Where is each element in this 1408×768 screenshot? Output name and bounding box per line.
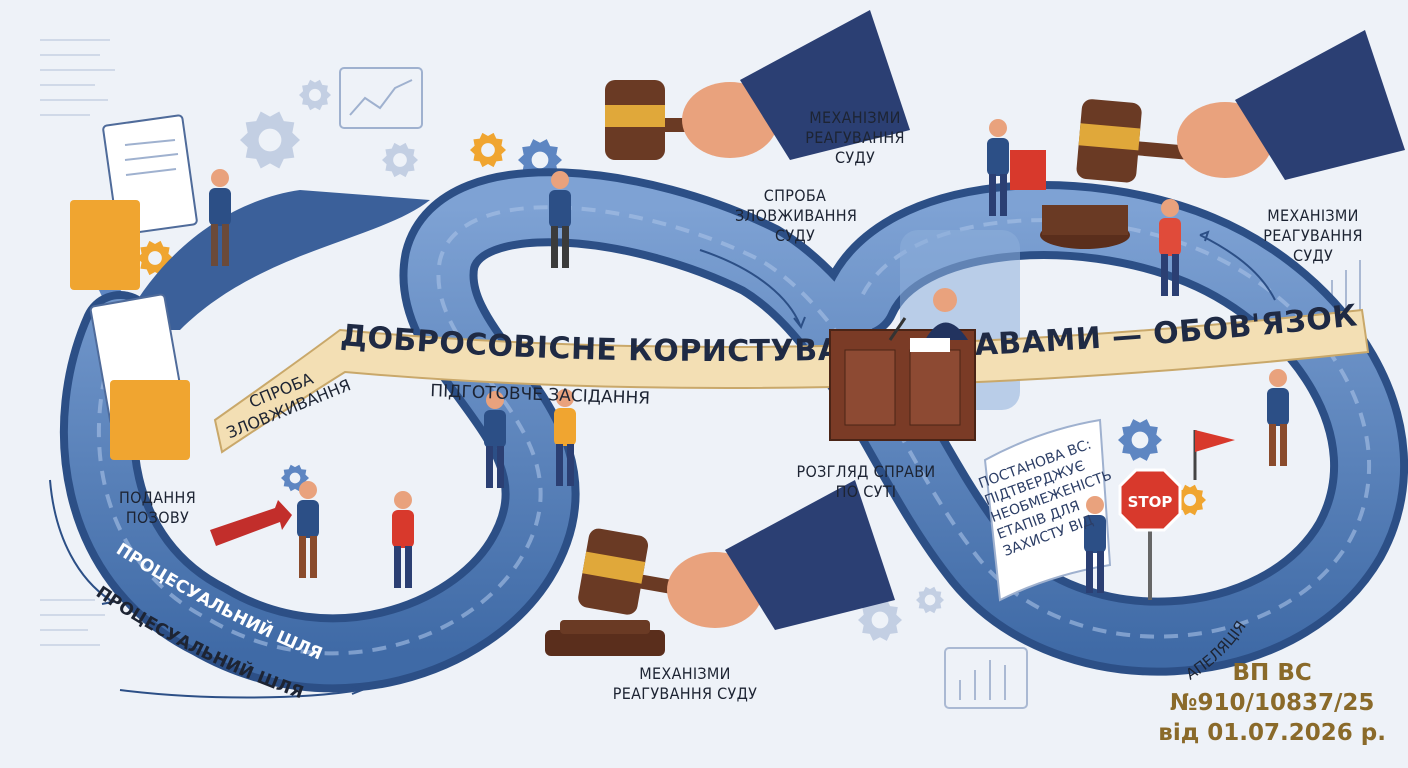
gavels [545,10,1405,656]
label-line: РЕАГУВАННЯ СУДУ [612,684,758,703]
label-line: ЗЛОВЖИВАННЯ [735,206,858,225]
sproba-top-label: СПРОБА ЗЛОВЖИВАННЯ СУДУ [735,186,858,246]
label-line: ПО СУТІ [835,482,897,501]
arrow-sign-icon [210,500,292,546]
person-figure [1159,199,1181,296]
mekhanizmy-top-label: МЕХАНІЗМИ РЕАГУВАННЯ СУДУ [800,108,910,168]
gavel-base [545,620,665,656]
chart-icon [944,647,1028,709]
gear-icon [858,599,902,641]
label-line: МЕХАНІЗМИ [639,664,731,683]
judge-desk [829,288,976,441]
label-line: РЕАГУВАННЯ [1263,226,1363,245]
label-line: СПРОБА [763,186,827,205]
document-icon [70,114,198,460]
flag-icon [1193,430,1235,480]
person-figure [297,481,319,578]
label-line: ПОДАННЯ [118,488,196,507]
person-figure [987,119,1009,216]
case-ref-line: №910/10837/25 [1169,690,1375,716]
gavel-hand [1076,30,1405,183]
mekhanizmy-bottom-label: МЕХАНІЗМИ РЕАГУВАННЯ СУДУ [595,664,775,704]
label-line: РЕАГУВАННЯ [805,128,905,147]
gear-icon [470,132,506,168]
gear-icon [240,111,300,169]
gear-icon [1118,419,1162,461]
mekhanizmy-right-label: МЕХАНІЗМИ РЕАГУВАННЯ СУДУ [1258,206,1368,266]
stop-sign: STOP [1118,468,1182,600]
stop-label: STOP [1128,493,1173,511]
chart-icon [339,67,423,129]
label-line: МЕХАНІЗМИ [1267,206,1359,225]
case-reference: ВП ВС №910/10837/25 від 01.07.2026 р. [1158,658,1386,748]
people [209,119,1289,593]
label-line: РОЗГЛЯД СПРАВИ [796,462,936,481]
flag-icon [1010,150,1046,190]
case-ref-line: ВП ВС [1232,660,1312,686]
path-arrows [49,230,1276,699]
label-line: МЕХАНІЗМИ [809,108,901,127]
label-line: ПОЗОВУ [125,508,190,527]
case-ref-line: від 01.07.2026 р. [1158,720,1386,746]
label-line: СУДУ [834,148,876,167]
person-figure [209,169,231,266]
background-decor [40,39,115,646]
svg-text:ДОБРОСОВІСНЕ КОРИСТУВАННЯ ПРАВ: ДОБРОСОВІСНЕ КОРИСТУВАННЯ ПРАВАМИ — ОБОВ… [0,0,1359,369]
gear-icon [382,142,418,178]
person-figure [554,389,576,486]
podannia-label: ПОДАННЯ ПОЗОВУ [100,488,215,528]
document-icon [983,418,1112,602]
gavel-base [1040,205,1130,249]
person-figure [484,391,506,488]
rozghliad-label: РОЗГЛЯД СПРАВИ ПО СУТІ [796,462,936,502]
person-figure [1084,496,1106,593]
label-line: СУДУ [774,226,816,245]
person-figure [549,171,571,268]
banner-title: ДОБРОСОВІСНЕ КОРИСТУВАННЯ ПРАВАМИ — ОБОВ… [0,0,1359,369]
gear-icon [1174,484,1206,516]
label-line: СУДУ [1292,246,1334,265]
gavel-hand [605,10,910,160]
person-figure [1267,369,1289,466]
person-figure [392,491,414,588]
gear-icon [299,79,331,111]
gavel-hand [578,480,895,630]
gear-icon [916,586,944,614]
